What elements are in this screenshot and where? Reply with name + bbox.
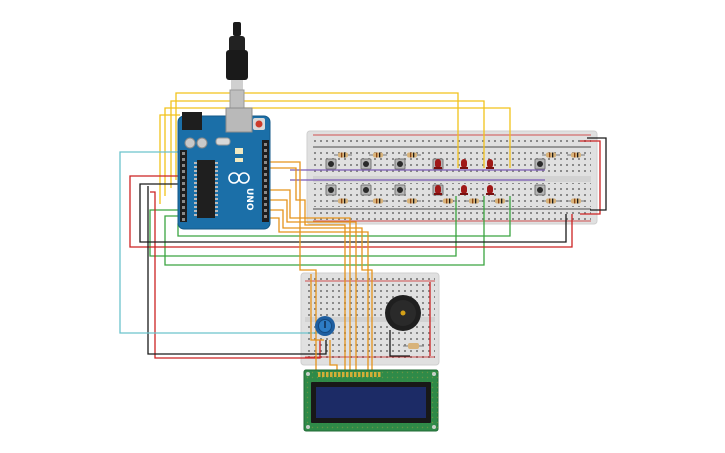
wire-yellow[interactable] [175,92,459,180]
pushbutton[interactable] [325,158,337,170]
red-led[interactable] [460,159,468,169]
red-led[interactable] [460,185,468,195]
pushbutton[interactable] [534,158,546,170]
potentiometer[interactable] [315,316,335,336]
resistor [369,198,387,204]
resistor [465,198,483,204]
pushbuttons [325,158,546,196]
resistor [334,152,352,158]
wire-yellow[interactable] [170,100,485,188]
wire-orange[interactable] [329,340,338,370]
top-power-rail [313,136,591,146]
wire-red[interactable] [150,191,321,359]
pushbutton[interactable] [360,184,372,196]
board-name-label: UNO [244,188,254,211]
wire-red[interactable] [129,175,573,248]
wire-orange[interactable] [268,217,369,370]
lcd-screen [316,387,426,418]
pushbutton[interactable] [360,158,372,170]
wire-black[interactable] [139,183,567,243]
pushbutton[interactable] [325,184,337,196]
red-led[interactable] [434,185,442,195]
atmega-chip [197,160,215,218]
red-led[interactable] [434,159,442,169]
lcd-16x2 [303,369,439,432]
arduino-logo [228,172,250,184]
resistor [403,198,421,204]
resistor [369,152,387,158]
wires [119,92,607,370]
wire-red[interactable] [580,140,601,215]
wire-orange[interactable] [268,189,351,370]
resistor [491,198,509,204]
resistor [403,152,421,158]
resistors [334,152,585,204]
resistor [542,198,560,204]
arduino-header-pins [182,143,267,221]
resistor [439,198,457,204]
red-led[interactable] [486,185,494,195]
piezo-buzzer[interactable] [385,295,421,331]
red-led[interactable] [486,159,494,169]
wire-orange[interactable] [268,161,317,370]
resistor [334,198,352,204]
wire-black[interactable] [587,137,607,211]
pushbutton[interactable] [534,184,546,196]
wire-black[interactable] [389,330,410,357]
resistor [403,343,424,349]
wire-orange[interactable] [268,167,346,370]
arduino-uno: UNO [177,22,271,230]
main-breadboard [306,130,598,225]
lcd-header-pins [318,372,381,377]
wire-black[interactable] [147,186,327,355]
wire-yellow[interactable] [159,114,180,204]
resistor [542,152,560,158]
wire-orange[interactable] [268,199,357,370]
arduino-power-header [180,150,187,222]
leds [434,159,494,195]
usb-cable [226,22,248,119]
bottom-power-rail [313,210,591,220]
chip-legs [194,162,218,216]
resistor [567,198,585,204]
pushbutton[interactable] [394,158,406,170]
wire-cyan[interactable] [119,151,318,334]
resistor [567,152,585,158]
pushbutton[interactable] [394,184,406,196]
wire-orange[interactable] [268,209,373,370]
wire-orange[interactable] [310,274,324,341]
